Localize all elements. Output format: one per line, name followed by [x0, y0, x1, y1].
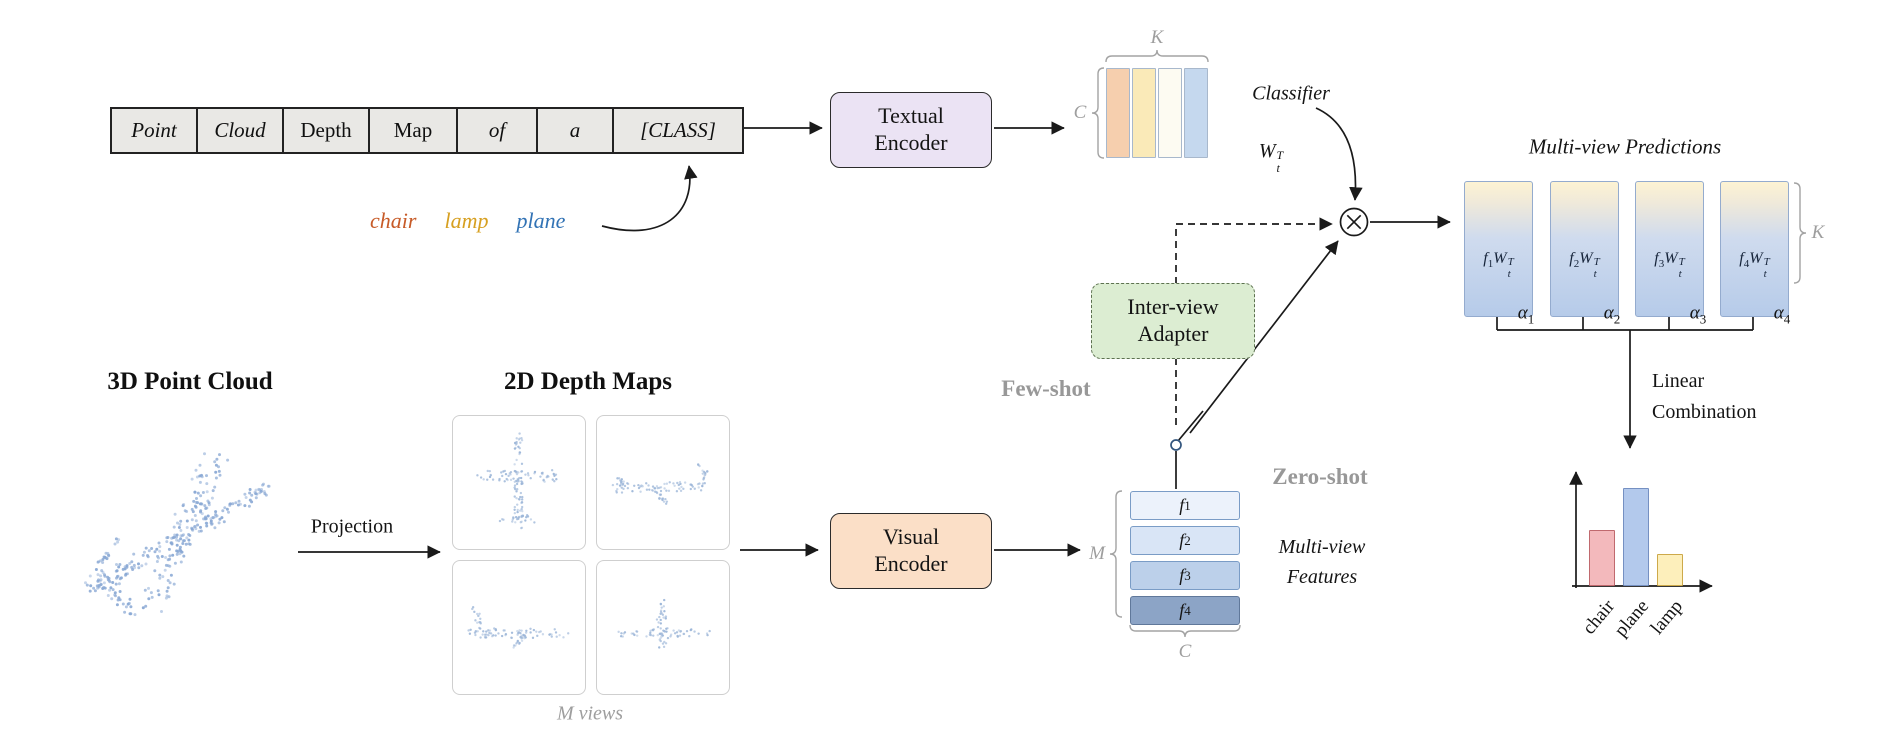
classifier-weight-column	[1158, 68, 1182, 158]
switch-icon	[1171, 411, 1203, 450]
feature-row-f4: f4	[1130, 596, 1240, 625]
textual-encoder-label: Textual	[878, 103, 944, 130]
zero-shot-label: Zero-shot	[1272, 464, 1367, 490]
alpha-weight-4: α4	[1774, 303, 1790, 328]
c-dim-label-features: C	[1179, 641, 1192, 663]
visual-encoder-label: Visual	[883, 524, 939, 551]
pointcloud-dots	[617, 599, 710, 649]
alpha-weight-2: α2	[1604, 303, 1620, 328]
feature-row-f3: f3	[1130, 561, 1240, 590]
pointcloud-plane-image	[68, 426, 298, 621]
classifier-weight-columns	[1106, 68, 1208, 158]
pointcloud-dots	[476, 432, 557, 529]
pointcloud-title: 3D Point Cloud	[107, 368, 272, 396]
depth-map-view-2	[596, 415, 730, 550]
interview-adapter-label: Adapter	[1138, 321, 1209, 348]
textual-encoder-box: Textual Encoder	[830, 92, 992, 168]
depth-map-sketch	[453, 416, 585, 549]
classifier-weight-column	[1184, 68, 1208, 158]
depth-map-view-4	[596, 560, 730, 695]
classifier-weight-column	[1106, 68, 1130, 158]
interview-adapter-label: Inter-view	[1127, 294, 1218, 321]
depth-map-sketch	[597, 416, 729, 549]
k-dim-label: K	[1151, 27, 1164, 49]
prompt-cell: Cloud	[198, 109, 284, 152]
prediction-card-4: f4WTt	[1720, 181, 1789, 317]
prediction-card-3: f3WTt	[1635, 181, 1704, 317]
m-dim-label: M	[1089, 543, 1105, 565]
few-shot-label: Few-shot	[1001, 376, 1090, 402]
classifier-weight-column	[1132, 68, 1156, 158]
prompt-cell: a	[538, 109, 614, 152]
multiview-predictions-title: Multi-view Predictions	[1529, 135, 1721, 160]
prompt-cell: Depth	[284, 109, 370, 152]
projection-label: Projection	[311, 516, 393, 539]
prompt-cell: Point	[112, 109, 198, 152]
multiview-features-stack: f1 f2 f3 f4	[1130, 491, 1240, 625]
multiply-icon	[1341, 209, 1368, 236]
alpha-weight-1: α1	[1518, 303, 1534, 328]
k-dim-label-predictions: K	[1812, 222, 1825, 244]
depth-map-sketch	[453, 561, 585, 694]
chart-bar-lamp	[1657, 554, 1683, 586]
multiview-features-caption: Multi-view Features	[1279, 532, 1366, 592]
views-count-caption: M views	[557, 703, 623, 726]
prompt-cell: Map	[370, 109, 458, 152]
feature-row-f2: f2	[1130, 526, 1240, 555]
classifier-weight-symbol: WTt	[1259, 140, 1283, 172]
pointcloud-dots	[467, 606, 569, 649]
prompt-template-table: Point Cloud Depth Map of a [CLASS]	[110, 107, 744, 154]
depth-map-view-1	[452, 415, 586, 550]
prediction-card-1: f1WTt	[1464, 181, 1533, 317]
alpha-weight-3: α3	[1690, 303, 1706, 328]
depthmaps-title: 2D Depth Maps	[504, 368, 672, 396]
prompt-cell: of	[458, 109, 538, 152]
chart-bar-chair	[1589, 530, 1615, 586]
c-dim-label: C	[1074, 102, 1087, 124]
prompt-cell-class: [CLASS]	[614, 109, 742, 152]
classifier-label: Classifier	[1252, 83, 1330, 106]
prediction-card-2: f2WTt	[1550, 181, 1619, 317]
class-words: chair lamp plane	[370, 208, 565, 234]
feature-row-f1: f1	[1130, 491, 1240, 520]
chart-bar-plane	[1623, 488, 1649, 586]
class-word-chair: chair	[370, 208, 416, 234]
visual-encoder-box: Visual Encoder	[830, 513, 992, 589]
depth-map-view-3	[452, 560, 586, 695]
depth-map-sketch	[597, 561, 729, 694]
class-word-lamp: lamp	[444, 208, 488, 234]
linear-combination-label: Linear Combination	[1652, 366, 1756, 428]
class-word-plane: plane	[516, 208, 565, 234]
textual-encoder-label: Encoder	[874, 130, 947, 157]
pointcloud-dots	[612, 463, 709, 505]
interview-adapter-box: Inter-view Adapter	[1091, 283, 1255, 359]
pointcloud-dots	[84, 452, 271, 616]
visual-encoder-label: Encoder	[874, 551, 947, 578]
